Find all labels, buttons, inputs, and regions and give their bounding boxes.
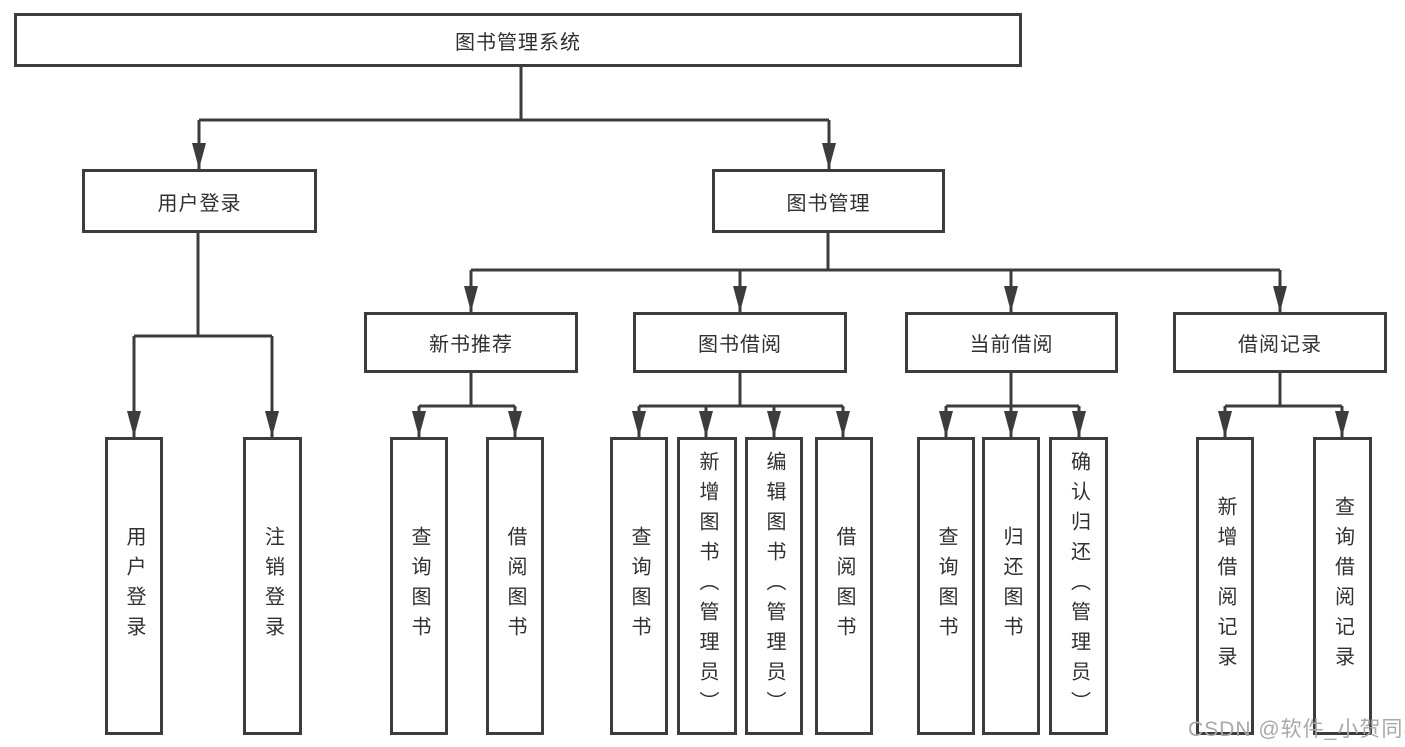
leaf-confirm-return-admin: 确认归还（管理员）	[1049, 437, 1108, 735]
node-user-login: 用户登录	[82, 169, 317, 233]
leaf-return-books: 归还图书	[982, 437, 1040, 735]
leaf-add-book-admin: 新增图书（管理员）	[677, 437, 737, 735]
leaf-query-books-current: 查询图书	[917, 437, 975, 735]
node-label: 确认归还（管理员）	[1067, 451, 1090, 721]
node-label: 归还图书	[1000, 526, 1022, 646]
node-label: 图书管理	[786, 192, 871, 215]
node-label: 查询借阅记录	[1331, 496, 1354, 676]
node-label: 用户登录	[157, 192, 242, 215]
node-label: 当前借阅	[969, 334, 1054, 356]
node-label: 图书借阅	[698, 334, 782, 356]
node-label: 新增借阅记录	[1214, 496, 1236, 676]
node-label: 编辑图书（管理员）	[763, 451, 785, 721]
node-borrow-records: 借阅记录	[1173, 312, 1387, 373]
node-label: 用户登录	[123, 526, 145, 646]
leaf-borrow-books-borrowing: 借阅图书	[815, 437, 873, 735]
leaf-query-books-borrowing: 查询图书	[610, 437, 668, 735]
leaf-edit-book-admin: 编辑图书（管理员）	[745, 437, 803, 735]
leaf-logout: 注销登录	[243, 437, 302, 735]
leaf-add-borrow-record: 新增借阅记录	[1196, 437, 1254, 735]
node-label: 注销登录	[261, 526, 284, 646]
node-label: 借阅图书	[833, 526, 855, 646]
leaf-query-books-recommend: 查询图书	[390, 437, 448, 735]
node-label: 图书管理系统	[455, 31, 581, 54]
leaf-user-login: 用户登录	[105, 437, 163, 735]
node-book-borrowing: 图书借阅	[633, 312, 847, 373]
node-label: 查询图书	[408, 526, 430, 646]
node-label: 借阅记录	[1238, 334, 1322, 356]
csdn-watermark: CSDN @软件_小贺同学	[1188, 718, 1405, 741]
leaf-borrow-books-recommend: 借阅图书	[486, 437, 544, 735]
node-new-book-recommend: 新书推荐	[364, 312, 578, 373]
node-root: 图书管理系统	[14, 13, 1022, 67]
node-label: 新增图书（管理员）	[696, 451, 718, 721]
node-current-borrowing: 当前借阅	[905, 312, 1118, 373]
node-label: 查询图书	[628, 526, 650, 646]
node-label: 新书推荐	[429, 334, 513, 356]
leaf-query-borrow-record: 查询借阅记录	[1313, 437, 1372, 735]
node-label: 查询图书	[935, 526, 957, 646]
node-book-management: 图书管理	[712, 169, 945, 233]
node-label: 借阅图书	[504, 526, 526, 646]
